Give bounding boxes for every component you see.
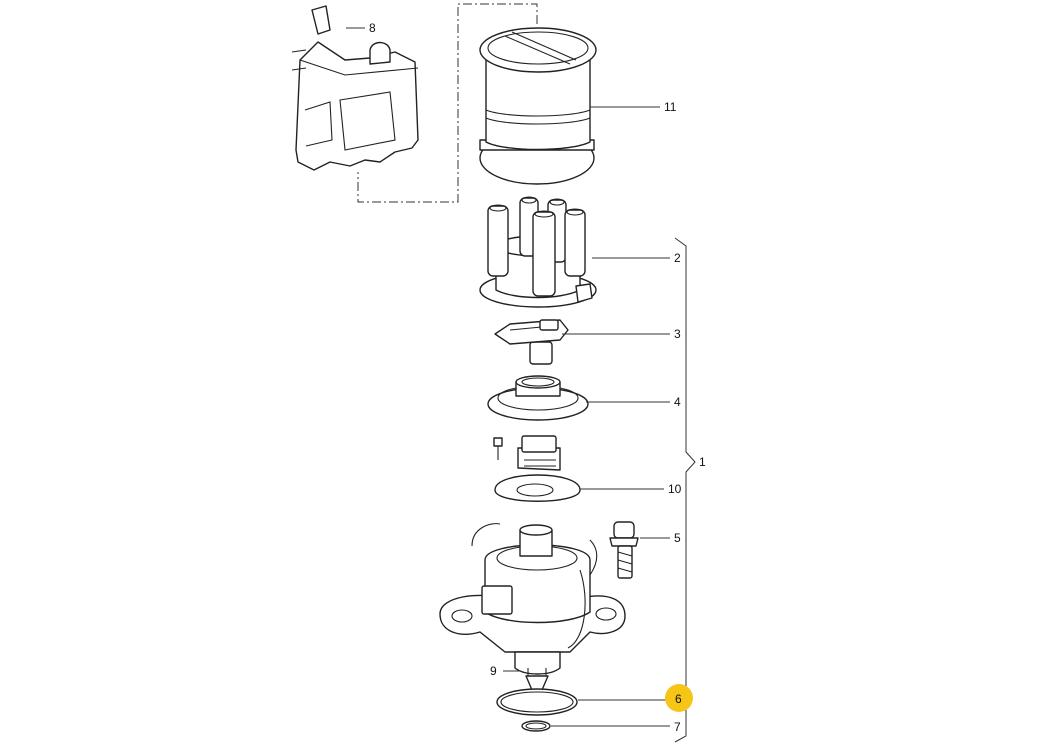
part-5-bolt[interactable] <box>609 521 639 579</box>
part-11-sleeve[interactable] <box>479 27 597 185</box>
leader-lines <box>346 27 670 727</box>
part-4-dust-shield[interactable] <box>487 375 589 421</box>
callout-2[interactable]: 2 <box>674 251 681 265</box>
callout-1[interactable]: 1 <box>699 455 706 469</box>
part-9-shaft[interactable] <box>525 675 549 691</box>
callout-3[interactable]: 3 <box>674 327 681 341</box>
callout-11[interactable]: 11 <box>664 100 677 114</box>
callout-4[interactable]: 4 <box>674 395 681 409</box>
callout-9[interactable]: 9 <box>490 664 497 678</box>
part-8-cap-cover[interactable] <box>291 5 419 171</box>
assembly-1-brace <box>674 237 696 743</box>
highlight-marker <box>665 684 693 712</box>
part-10-hall-sender[interactable] <box>493 435 581 502</box>
callout-6[interactable]: 6 <box>675 692 682 706</box>
part-2-distributor-cap[interactable] <box>479 196 597 308</box>
callout-5[interactable]: 5 <box>674 531 681 545</box>
part-7-seal[interactable] <box>521 720 551 732</box>
distributor-housing[interactable] <box>439 523 626 679</box>
callout-10[interactable]: 10 <box>668 482 682 496</box>
part-3-rotor[interactable] <box>494 319 569 365</box>
part-6-o-ring[interactable] <box>496 688 578 716</box>
callout-7[interactable]: 7 <box>674 720 681 734</box>
callout-8[interactable]: 8 <box>369 21 376 35</box>
